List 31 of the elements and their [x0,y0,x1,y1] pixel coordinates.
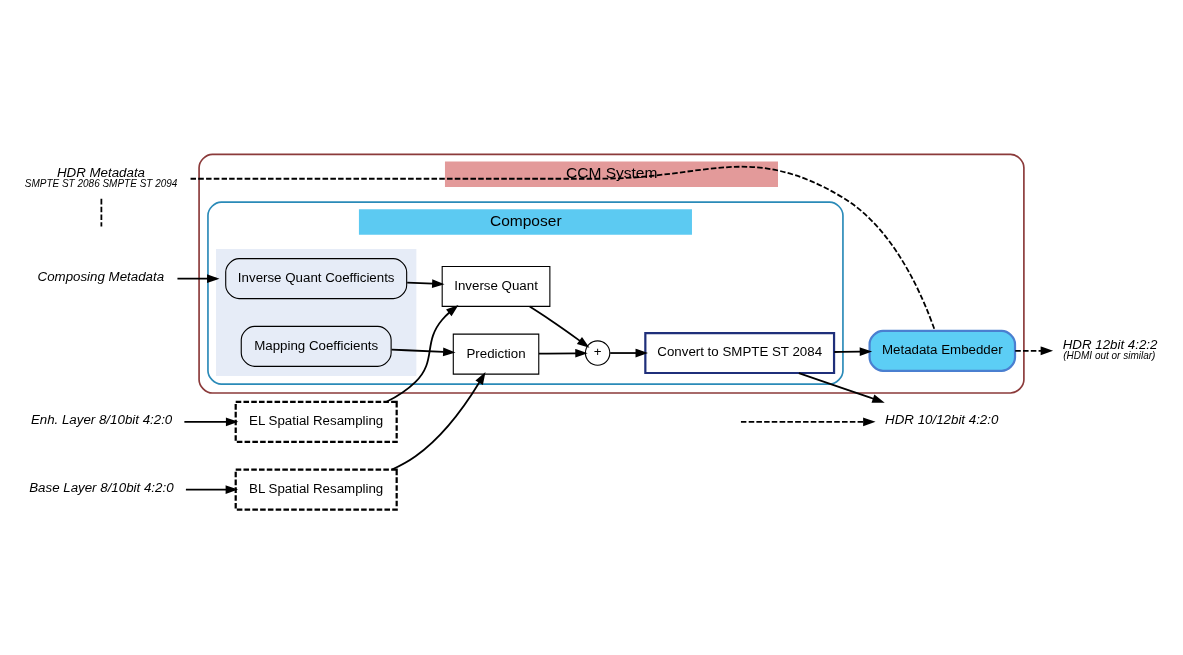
node-box: EL Spatial Resampling [234,400,398,443]
node-box: Mapping Coefficients [240,325,392,367]
arrow [609,348,648,358]
arrow [391,371,486,471]
node-box: Convert to SMPTE ST 2084 [644,331,836,375]
node-text: Base Layer 8/10bit 4:2:0 [29,479,174,495]
arrow [390,347,456,357]
node-text: Enh. Layer 8/10bit 4:2:0 [30,412,173,428]
arrow [538,348,588,358]
node-box: BL Spatial Resampling [234,468,398,511]
arrow [833,347,873,357]
cluster [216,248,417,377]
arrow [528,305,590,348]
arrow [183,417,239,427]
arrow [740,417,876,427]
arrow [1014,346,1054,356]
node-box: Inverse Quant Coefficients [225,258,408,300]
node-box: Inverse Quant [441,265,551,307]
node-text: HDR Metadata SMPTE ST 2086 SMPTE ST 2094 [24,164,178,190]
connector [189,165,936,332]
node-text: HDR 10/12bit 4:2:0 [885,412,999,428]
arrow [176,274,220,283]
connector [100,198,103,228]
node-box: Prediction [452,333,540,375]
node-text: HDR 12bit 4:2:2 (HDMI out or similar) [1062,336,1158,362]
arrow [385,305,459,403]
arrow [406,279,445,289]
arrow [185,485,239,494]
node-text: Composing Metadata [37,268,165,284]
node-circle: + [584,340,611,366]
node-box: Metadata Embedder [868,329,1017,372]
